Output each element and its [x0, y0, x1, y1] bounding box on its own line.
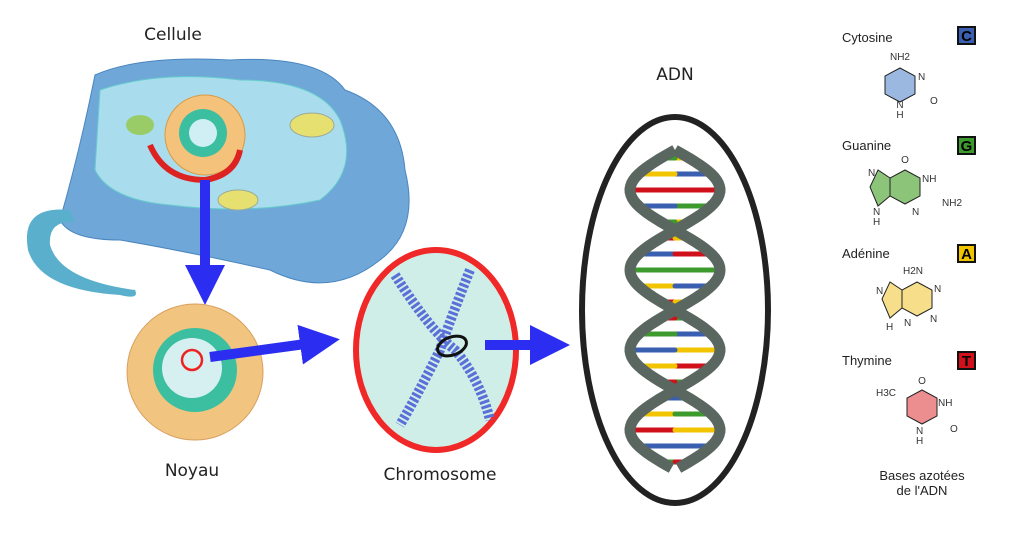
- bases-panel: Cytosine C NH2 N O N H Guanine G O NH NH…: [842, 26, 976, 498]
- thymine-molecule: [906, 389, 938, 425]
- svg-text:N: N: [904, 318, 911, 329]
- dna-strand: [624, 145, 726, 473]
- svg-text:N: N: [918, 72, 925, 83]
- cell-illustration: [26, 58, 410, 297]
- nucleus-label: Noyau: [165, 461, 219, 481]
- base-letter-box: [957, 351, 976, 370]
- svg-text:N: N: [930, 314, 937, 325]
- base-letter-box: [957, 136, 976, 155]
- svg-text:N: N: [868, 168, 875, 179]
- base-letter: A: [961, 246, 972, 263]
- nucleus-illustration: [126, 303, 264, 441]
- dna-helix: [624, 145, 726, 473]
- svg-text:O: O: [930, 96, 938, 107]
- svg-text:N: N: [896, 100, 903, 111]
- svg-text:N: N: [934, 284, 941, 295]
- svg-text:N: N: [916, 426, 923, 437]
- svg-text:NH: NH: [938, 398, 952, 409]
- arrow-nucleus-to-chromosome: [209, 324, 340, 365]
- base-letter: G: [961, 138, 973, 155]
- highlight-circle: [180, 348, 204, 372]
- guanine-molecule: [889, 169, 921, 205]
- base-letter: T: [962, 353, 971, 370]
- dna-label: ADN: [656, 65, 693, 85]
- bases-title: Bases azotées: [879, 468, 965, 483]
- svg-text:NH: NH: [922, 174, 936, 185]
- svg-text:N: N: [912, 207, 919, 218]
- svg-text:H2N: H2N: [903, 266, 923, 277]
- svg-text:NH2: NH2: [890, 52, 910, 63]
- chromosome-label: Chromosome: [384, 465, 497, 485]
- adenine-molecule: [901, 281, 933, 317]
- svg-text:H: H: [886, 322, 893, 333]
- cell-label: Cellule: [144, 25, 202, 45]
- base-name: Adénine: [842, 246, 890, 261]
- svg-text:N: N: [876, 286, 883, 297]
- svg-text:N: N: [873, 207, 880, 218]
- svg-text:H: H: [916, 436, 923, 447]
- svg-text:NH2: NH2: [942, 198, 962, 209]
- base-name: Guanine: [842, 138, 891, 153]
- base-letter-box: [957, 26, 976, 45]
- svg-text:O: O: [950, 424, 958, 435]
- base-name: Thymine: [842, 353, 892, 368]
- cytosine-molecule: [884, 67, 916, 103]
- base-name: Cytosine: [842, 30, 893, 45]
- bases-title: de l'ADN: [897, 483, 948, 498]
- svg-text:O: O: [918, 376, 926, 387]
- dna-ring: [579, 114, 771, 506]
- svg-text:O: O: [901, 155, 909, 166]
- svg-text:H: H: [896, 110, 903, 121]
- svg-text:H3C: H3C: [876, 388, 896, 399]
- base-letter: C: [961, 28, 972, 45]
- svg-text:H: H: [873, 217, 880, 228]
- base-letter-box: [957, 244, 976, 263]
